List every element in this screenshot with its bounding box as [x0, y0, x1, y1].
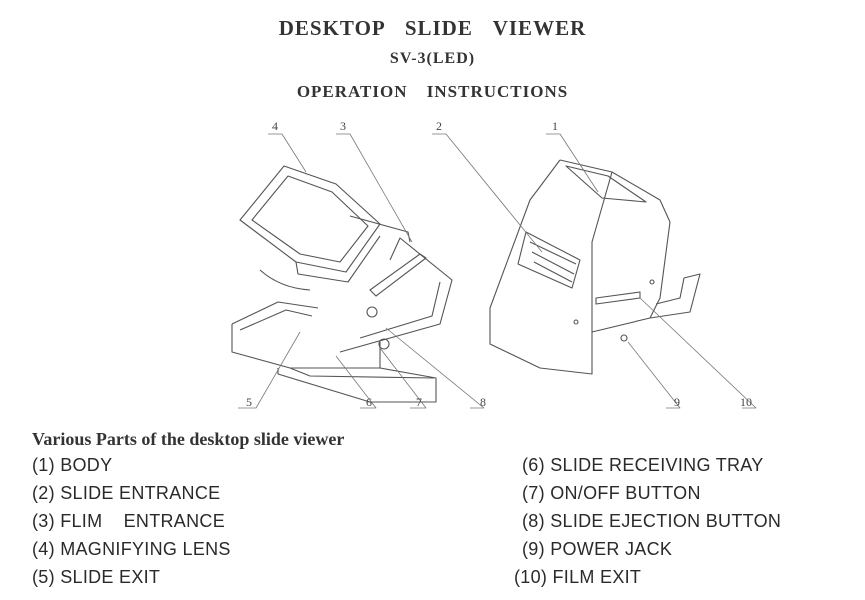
slide-viewer-diagram: 1 2 3 4 5 6 7 8 9 10: [231, 119, 757, 409]
callout-9: 9: [674, 395, 680, 409]
document-title: DESKTOP SLIDE VIEWER: [278, 16, 587, 40]
callout-8: 8: [480, 395, 486, 409]
part-item-9: (9) POWER JACK: [522, 539, 673, 559]
right-viewer-illustration: [489, 159, 701, 375]
document-subtitle: OPERATION INSTRUCTIONS: [296, 82, 569, 101]
part-item-10: (10) FILM EXIT: [514, 567, 642, 587]
callout-numbers: 1 2 3 4 5 6 7 8 9 10: [246, 119, 752, 409]
callout-3: 3: [340, 119, 346, 133]
part-item-5: (5) SLIDE EXIT: [32, 567, 161, 587]
callout-6: 6: [366, 395, 372, 409]
part-item-6: (6) SLIDE RECEIVING TRAY: [522, 455, 764, 475]
callout-2: 2: [436, 119, 442, 133]
model-number: SV-3(LED): [389, 50, 476, 67]
callout-leaders: [238, 133, 757, 409]
part-item-3: (3) FLIM ENTRANCE: [32, 511, 226, 531]
callout-1: 1: [552, 119, 558, 133]
part-item-4: (4) MAGNIFYING LENS: [32, 539, 231, 559]
part-item-8: (8) SLIDE EJECTION BUTTON: [522, 511, 782, 531]
part-item-2: (2) SLIDE ENTRANCE: [32, 483, 221, 503]
callout-10: 10: [740, 395, 752, 409]
callout-4: 4: [272, 119, 278, 133]
callout-7: 7: [416, 395, 422, 409]
parts-heading: Various Parts of the desktop slide viewe…: [32, 429, 345, 449]
callout-5: 5: [246, 395, 252, 409]
part-item-7: (7) ON/OFF BUTTON: [522, 483, 701, 503]
part-item-1: (1) BODY: [32, 455, 113, 475]
left-viewer-illustration: [231, 165, 453, 403]
